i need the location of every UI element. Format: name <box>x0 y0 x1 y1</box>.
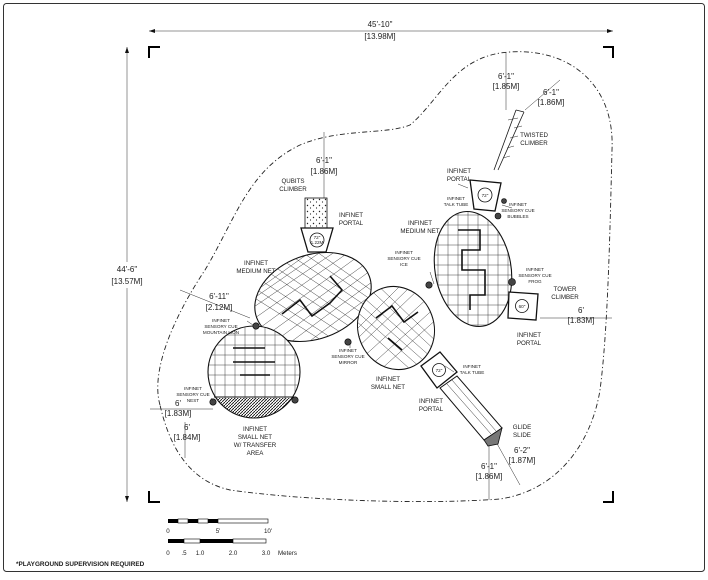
m-unit: Meters <box>278 550 297 557</box>
width-m: [13.98M] <box>364 32 395 41</box>
width-ft: 45'-10" <box>368 20 393 29</box>
scale-bar-meters: 0 .5 1.0 2.0 3.0 Meters <box>166 538 297 557</box>
m-tick-05: .5 <box>181 550 187 557</box>
portal-badge-e: 72" <box>436 368 443 373</box>
left-c-ft: 6' <box>184 423 190 432</box>
m-tick-3: 3.0 <box>262 550 271 557</box>
qubits-ft: 6'-1" <box>316 156 332 165</box>
height-ft: 44'-6" <box>117 265 138 274</box>
medium-net-right <box>425 205 521 333</box>
sensory-cue-markers <box>209 198 516 406</box>
overall-height-dimension: 44'-6" [13.57M] <box>108 47 146 502</box>
use-zone-boundary <box>157 51 613 503</box>
dimension-callouts: 6'-1" [1.85M] 6'-1" [1.86M] 6'-1" [1.86M… <box>150 52 612 500</box>
portal-badge-c: 72" <box>482 193 489 198</box>
bottom-a-m: [1.87M] <box>509 456 536 465</box>
bottom-b-m: [1.86M] <box>476 472 503 481</box>
leader-lines <box>210 183 513 402</box>
ft-tick-10: 10' <box>264 528 272 535</box>
qubits-climber <box>304 197 328 229</box>
top-b-m: [1.86M] <box>538 98 565 107</box>
overall-width-dimension: 45'-10" [13.98M] <box>149 20 613 41</box>
medium-net-left <box>242 237 384 353</box>
portal-badge-b: 1.22M <box>311 240 324 245</box>
sheet-border <box>3 3 705 572</box>
ft-tick-5: 5' <box>216 528 221 535</box>
bottom-a-ft: 6'-2" <box>514 446 530 455</box>
m-tick-1: 1.0 <box>196 550 205 557</box>
m-tick-2: 2.0 <box>229 550 238 557</box>
qubits-m: [1.86M] <box>311 167 338 176</box>
portal-top-right: 72" <box>469 179 502 212</box>
top-a-ft: 6'-1" <box>498 72 514 81</box>
m-tick-0: 0 <box>166 550 170 557</box>
glide-slide <box>439 375 503 447</box>
left-b-m: [1.83M] <box>165 409 192 418</box>
left-c-m: [1.84M] <box>174 433 201 442</box>
portal-badge-a: 72" <box>314 235 321 240</box>
ft-tick-0: 0 <box>166 528 170 535</box>
portal-tower: 60" <box>507 291 539 321</box>
portal-qubits: 72" 1.22M <box>300 227 334 253</box>
scale-bar-feet: 0 5' 10' <box>166 518 272 535</box>
top-b-ft: 6'-1" <box>543 88 559 97</box>
portal-badge-d: 60" <box>519 304 526 309</box>
bottom-b-ft: 6'-1" <box>481 462 497 471</box>
left-a-ft: 6'-11" <box>209 292 229 301</box>
supervision-note: *PLAYGROUND SUPERVISION REQUIRED <box>16 561 145 568</box>
left-b-ft: 6' <box>175 399 181 408</box>
height-m: [13.57M] <box>111 277 142 286</box>
left-a-m: [2.12M] <box>206 303 233 312</box>
right-ft: 6' <box>578 306 584 315</box>
portal-slide: 72" <box>420 351 458 389</box>
twisted-climber <box>493 109 525 171</box>
corner-brackets <box>148 46 614 503</box>
top-a-m: [1.85M] <box>493 82 520 91</box>
right-m: [1.83M] <box>568 316 595 325</box>
small-net-centre <box>354 277 441 379</box>
